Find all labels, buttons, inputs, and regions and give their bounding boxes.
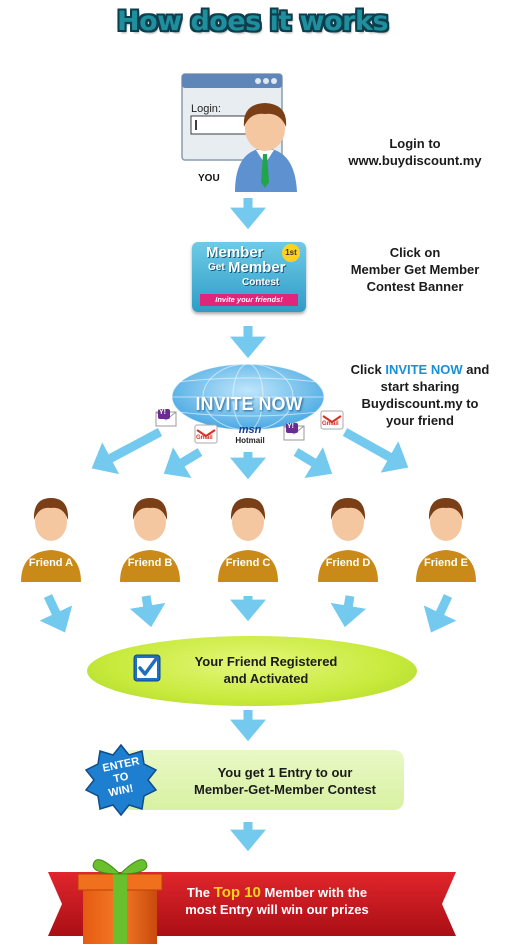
you-label: YOU — [198, 173, 220, 184]
arrow-to-friend-e — [342, 428, 409, 473]
member-get-member-banner[interactable]: Member Get Member Contest 1st Invite you… — [192, 242, 306, 312]
step4-text: Your Friend Registered and Activated — [166, 653, 366, 687]
entry-box — [122, 750, 404, 810]
person-icon — [120, 498, 180, 582]
msn-hotmail-icon: msn Hotmail — [230, 424, 270, 448]
friend-figure: Friend A — [13, 492, 89, 582]
arrow-friend-b-down — [129, 595, 166, 628]
friend-figure: Friend B — [112, 492, 188, 582]
banner-line3: Contest — [242, 277, 280, 288]
gmail-icon-right: Gmail — [320, 410, 344, 430]
globe-icon — [171, 363, 325, 431]
friend-figure: Friend E — [408, 492, 484, 582]
step2-text: Click on Member Get Member Contest Banne… — [330, 244, 500, 295]
gmail-label-left: Gmail — [196, 435, 213, 441]
step4-text-line2: and Activated — [223, 671, 309, 686]
step3-text-line1: Click INVITE NOW and — [336, 361, 504, 378]
friend-label: Friend E — [423, 557, 468, 569]
step3-text-prefix: Click — [350, 362, 386, 377]
arrow-to-friend-d — [293, 447, 333, 479]
arrow-friend-e-down — [423, 594, 457, 633]
step6-text-line2: most Entry will win our prizes — [185, 902, 369, 917]
step3-text-highlight: INVITE NOW — [385, 362, 463, 377]
step3-text-line2: start sharing — [380, 379, 460, 394]
arrow-to-friend-b — [163, 447, 203, 479]
msn-label: msn — [238, 424, 262, 436]
step1-text-line2: www.buydiscount.my — [348, 153, 482, 168]
step6-text-highlight: Top 10 — [213, 884, 261, 901]
step5-text: You get 1 Entry to our Member-Get-Member… — [170, 764, 400, 798]
person-icon — [218, 498, 278, 582]
checkbox-icon — [133, 654, 161, 682]
friends-row: Friend A Friend B Friend C Friend D Friend E — [0, 492, 505, 582]
login-illustration — [180, 72, 305, 192]
step4-text-line1: Your Friend Registered — [194, 654, 338, 669]
login-field-label: Login: — [191, 103, 221, 115]
enter-to-win-badge: ENTER TO WIN! — [84, 743, 158, 817]
step2-text-line1: Click on — [389, 245, 441, 260]
banner-line1: Member — [206, 244, 264, 261]
banner-ribbon: Invite your friends! — [200, 294, 298, 306]
starburst-icon — [84, 743, 158, 817]
step6-text-suffix: Member with the — [260, 885, 368, 900]
step5-text-line1: You get 1 Entry to our — [217, 765, 353, 780]
friend-label: Friend B — [127, 557, 173, 569]
banner-line2-get: Get — [208, 262, 225, 273]
gift-box-icon — [73, 848, 167, 947]
step2-text-line2: Member Get Member — [350, 262, 480, 277]
gmail-label-right: Gmail — [322, 421, 339, 427]
step3-text-suffix: and — [462, 362, 490, 377]
login-window-icon — [181, 73, 297, 192]
arrow-friend-a-down — [39, 594, 73, 633]
banner-badge: 1st — [282, 244, 300, 262]
arrow-to-friend-a — [91, 428, 163, 475]
step3-text-line3: Buydiscount.my to — [361, 396, 479, 411]
friend-label: Friend A — [28, 557, 74, 569]
step1-text: Login to www.buydiscount.my — [330, 135, 500, 169]
yahoo-mail-icon-right: Y! — [283, 423, 305, 441]
friend-label: Friend D — [325, 557, 371, 569]
step6-text: The Top 10 Member with the most Entry wi… — [172, 884, 382, 918]
friend-figure: Friend D — [310, 492, 386, 582]
step6-text-line1: The Top 10 Member with the — [172, 884, 382, 901]
friend-label: Friend C — [225, 557, 271, 569]
page-title: How does it works — [116, 6, 389, 37]
step6-text-prefix: The — [186, 885, 214, 900]
step5-text-line2: Member-Get-Member Contest — [193, 782, 377, 797]
step1-text-line1: Login to — [389, 136, 441, 151]
yahoo-label-left: Y! — [159, 409, 166, 416]
person-icon — [318, 498, 378, 582]
invite-now-globe — [170, 362, 326, 432]
yahoo-mail-icon-left: Y! — [155, 409, 177, 427]
banner-line2-member: Member — [228, 259, 286, 276]
step3-text-line4: your friend — [386, 413, 454, 428]
hotmail-label: Hotmail — [235, 436, 265, 445]
arrow-friend-d-down — [330, 595, 367, 628]
person-icon — [21, 498, 81, 582]
friend-figure: Friend C — [210, 492, 286, 582]
invite-now-button[interactable]: INVITE NOW — [195, 394, 303, 414]
gmail-icon-left: Gmail — [194, 424, 218, 444]
step3-text: Click INVITE NOW and start sharing Buydi… — [336, 361, 504, 429]
yahoo-label-right: Y! — [287, 423, 294, 430]
step2-text-line3: Contest Banner — [366, 279, 464, 294]
person-icon — [416, 498, 476, 582]
